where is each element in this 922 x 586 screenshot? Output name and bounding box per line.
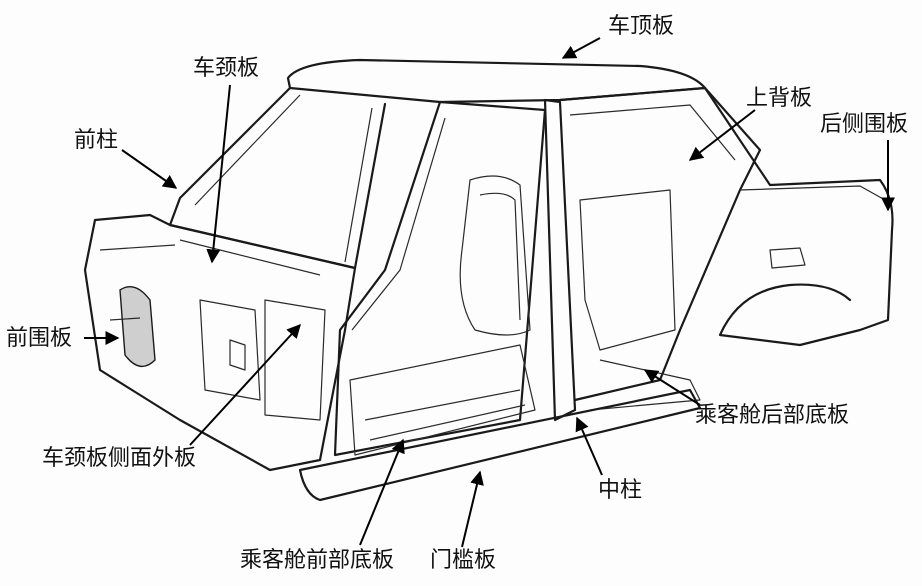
label-a-pillar: 前柱 bbox=[74, 128, 119, 153]
label-roof-panel: 车顶板 bbox=[608, 14, 675, 39]
arrow-cowl-panel bbox=[206, 84, 231, 264]
rear-door-opening bbox=[558, 86, 762, 402]
arrow-rocker-panel bbox=[461, 470, 484, 548]
arrow-roof-panel bbox=[561, 37, 601, 59]
rocker-panel-shape bbox=[298, 388, 702, 502]
arrow-cowl-side-outer bbox=[189, 323, 301, 446]
label-rear-quarter-panel: 后侧围板 bbox=[820, 112, 909, 137]
label-upper-back-panel: 上背板 bbox=[746, 86, 813, 111]
arrow-upper-back-panel bbox=[688, 109, 756, 161]
windshield-frame bbox=[168, 86, 387, 270]
arrow-front-floor bbox=[359, 438, 405, 546]
rear-floor-shape bbox=[579, 189, 676, 351]
seat-shape bbox=[459, 175, 531, 336]
label-front-panel: 前围板 bbox=[6, 326, 73, 351]
front-floor-shape bbox=[349, 344, 536, 456]
label-rocker-panel: 门槛板 bbox=[430, 548, 497, 573]
label-front-floor-panel: 乘客舱前部底板 bbox=[240, 548, 395, 573]
label-b-pillar: 中柱 bbox=[598, 478, 643, 503]
label-cowl-side-outer-panel: 车颈板侧面外板 bbox=[42, 446, 197, 471]
front-door-opening bbox=[333, 100, 547, 457]
front-panel-shape bbox=[83, 213, 357, 472]
arrow-a-pillar bbox=[121, 149, 178, 189]
roof-panel-shape bbox=[286, 58, 707, 104]
arrow-b-pillar bbox=[575, 416, 603, 476]
b-pillar-shape bbox=[543, 98, 577, 422]
label-cowl-panel: 车颈板 bbox=[193, 56, 260, 81]
label-rear-floor-panel: 乘客舱后部底板 bbox=[695, 403, 850, 428]
arrow-rear-floor bbox=[643, 369, 701, 406]
